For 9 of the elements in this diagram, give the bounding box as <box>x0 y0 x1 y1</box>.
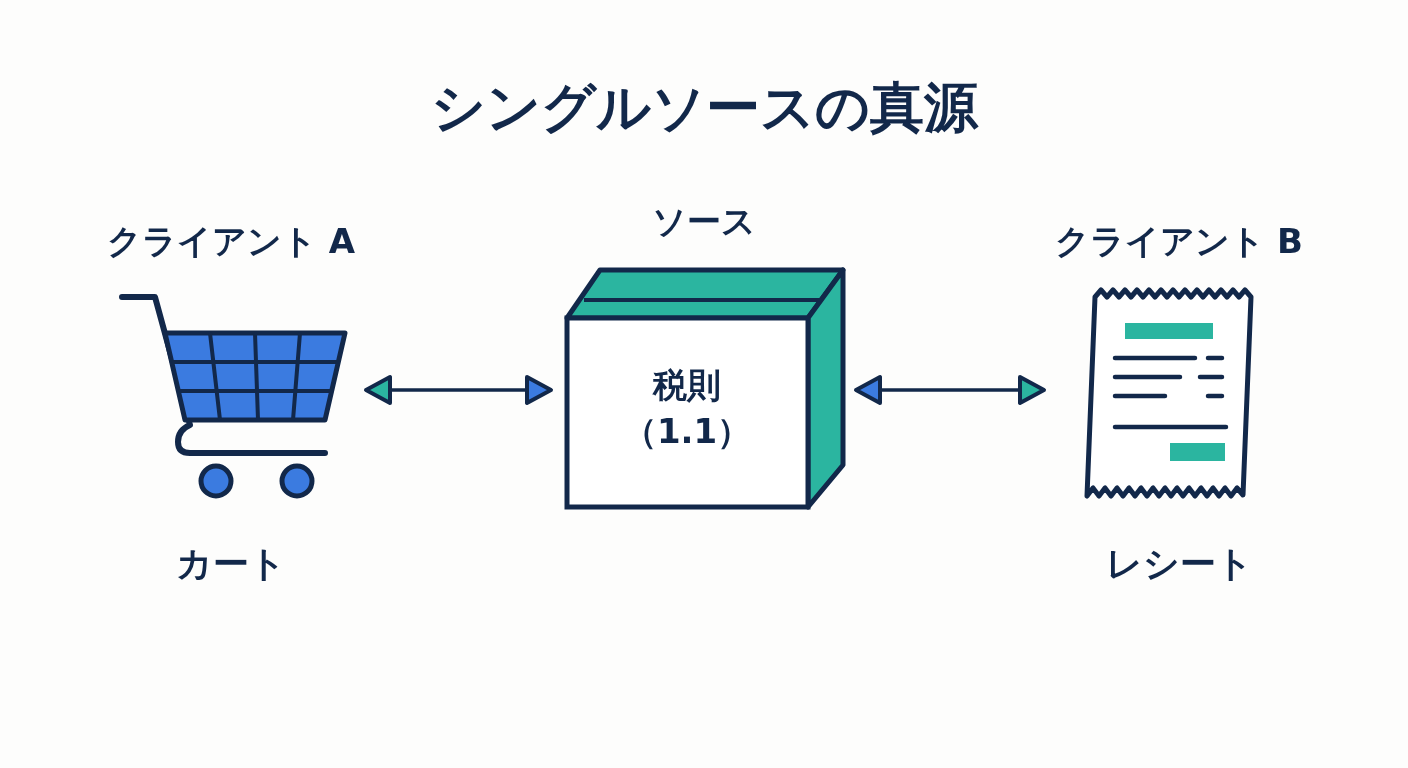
title: シングルソースの真源 <box>430 75 978 141</box>
double-arrow <box>364 375 553 405</box>
node-heading: ソース <box>651 200 756 243</box>
box-label: 税則（1.1） <box>621 364 753 453</box>
node-label: カート <box>176 542 286 586</box>
node-heading: クライアント A <box>106 220 356 263</box>
node-label: レシート <box>1105 542 1253 586</box>
double-arrow <box>854 375 1046 405</box>
node-heading: クライアント B <box>1055 220 1303 263</box>
